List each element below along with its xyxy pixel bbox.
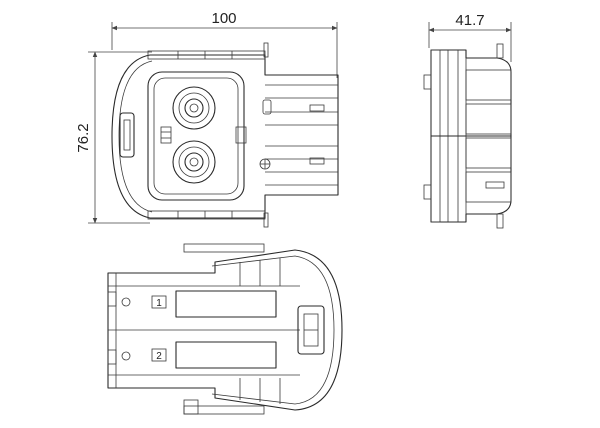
pin-2-marking: 2 xyxy=(156,351,162,362)
pin-1-marking: 1 xyxy=(156,298,162,309)
height-dimension-label: 76.2 xyxy=(75,123,92,152)
front-view: 100 76.2 xyxy=(75,10,339,228)
top-view: 1 2 xyxy=(107,243,343,415)
depth-dimension-label: 41.7 xyxy=(455,12,484,29)
width-dimension-label: 100 xyxy=(211,10,236,27)
side-view: 41.7 xyxy=(423,12,512,229)
